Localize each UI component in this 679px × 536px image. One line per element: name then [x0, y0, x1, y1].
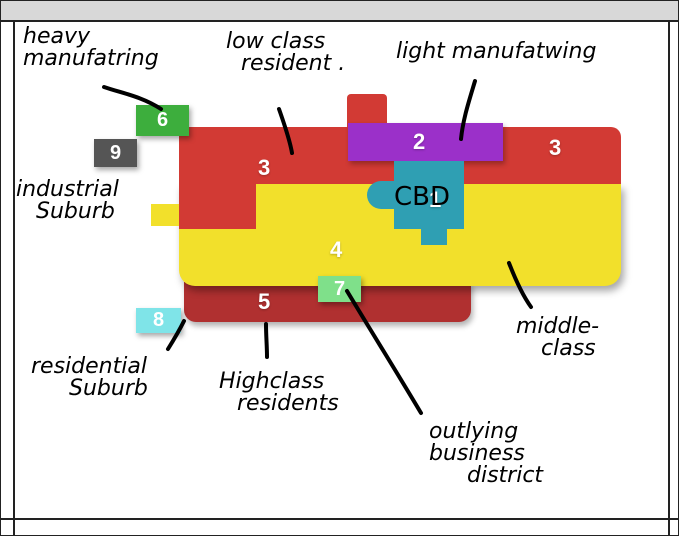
industrial-text: industrial [16, 177, 119, 202]
line-high-class [264, 322, 269, 359]
zone-6-label: 6 [156, 109, 169, 131]
resident-text: resident . [241, 51, 346, 76]
annotation-residential-suburb: residential Suburb [31, 356, 148, 400]
annotation-low-class-resident: low class resident . [206, 31, 345, 75]
zone-2-light-manufacturing [348, 123, 503, 161]
zone-1-cbd-left-bump [367, 181, 407, 209]
zone-3-label-left: 3 [258, 155, 271, 180]
annotation-heavy-manufacturing: heavy manufatring [23, 26, 159, 70]
line-middle-class [507, 261, 533, 309]
arrow-heavy-manufacturing [102, 85, 163, 111]
suburb-text-2: Suburb [69, 376, 148, 401]
bottom-border [1, 518, 678, 520]
line-outlying-business [345, 289, 423, 415]
annotation-cbd: CBD [394, 184, 450, 210]
annotation-outlying-business-district: outlying business district [429, 421, 543, 487]
heavy-text: heavy [23, 24, 90, 49]
light-manufacturing-text: light manufatwing [396, 39, 597, 64]
zone-5-label: 5 [258, 289, 271, 314]
right-border [668, 20, 670, 536]
district-text: district [467, 463, 544, 488]
annotation-middle-class: middle- class [516, 316, 599, 360]
left-border [13, 20, 15, 536]
line-light-manufacturing [459, 79, 477, 141]
line-residential-suburb [166, 319, 186, 351]
suburb-text-1: Suburb [36, 199, 115, 224]
zone-2-label: 2 [413, 129, 426, 154]
highclass-text: Highclass [219, 369, 325, 394]
zone-9-industrial-suburb: 9 [94, 139, 137, 167]
zone-7-outlying-business: 7 [318, 276, 361, 302]
zone-9-label: 9 [109, 141, 122, 164]
residents-text: residents [237, 391, 339, 416]
middle-text: middle- [516, 314, 600, 339]
annotation-high-class-residents: Highclass residents [219, 371, 339, 415]
low-class-text: low class [226, 29, 326, 54]
zone-4-label: 4 [330, 237, 343, 262]
residential-text: residential [31, 354, 147, 379]
class-text: class [541, 336, 596, 361]
line-low-class [277, 107, 294, 155]
zone-1-cbd-bottom-tab [421, 227, 447, 245]
annotation-light-manufacturing: light manufatwing [396, 41, 596, 63]
manufacturing-text: manufatring [23, 46, 159, 71]
zone-3-label-right: 3 [549, 135, 562, 160]
zone-8-label: 8 [152, 309, 165, 331]
zone-8-residential-suburb: 8 [136, 308, 181, 333]
annotation-industrial-suburb: industrial Suburb [16, 179, 119, 223]
zone-7-label: 7 [333, 277, 346, 300]
top-bar [1, 1, 678, 22]
zone-1-label: 1 [429, 187, 442, 212]
business-text: business [429, 441, 525, 466]
cbd-text: CBD [394, 182, 451, 212]
outlying-text: outlying [429, 419, 519, 444]
